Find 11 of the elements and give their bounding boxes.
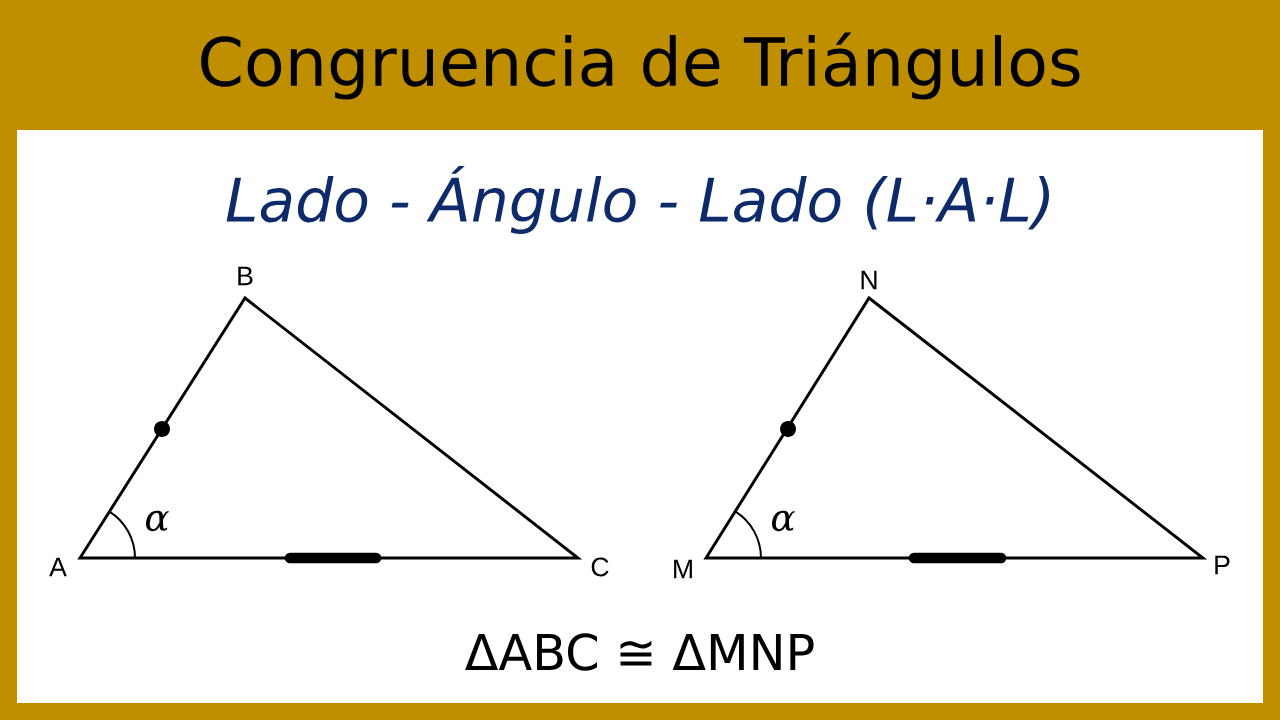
angle-label: α bbox=[146, 510, 169, 532]
subtitle: Lado - Ángulo - Lado (L·A·L) bbox=[226, 165, 1049, 235]
congruence-statement: ΔABC ≅ ΔMNP bbox=[465, 633, 814, 671]
vertex-label: M bbox=[674, 559, 692, 579]
vertex-label: A bbox=[49, 557, 67, 577]
vertex-label: P bbox=[1215, 555, 1230, 575]
angle-label: α bbox=[771, 510, 795, 532]
vertex-label: C bbox=[591, 557, 609, 577]
title: Congruencia de Triángulos bbox=[201, 32, 1080, 100]
vertex-label: N bbox=[861, 270, 877, 290]
vertex-label: B bbox=[238, 266, 253, 286]
